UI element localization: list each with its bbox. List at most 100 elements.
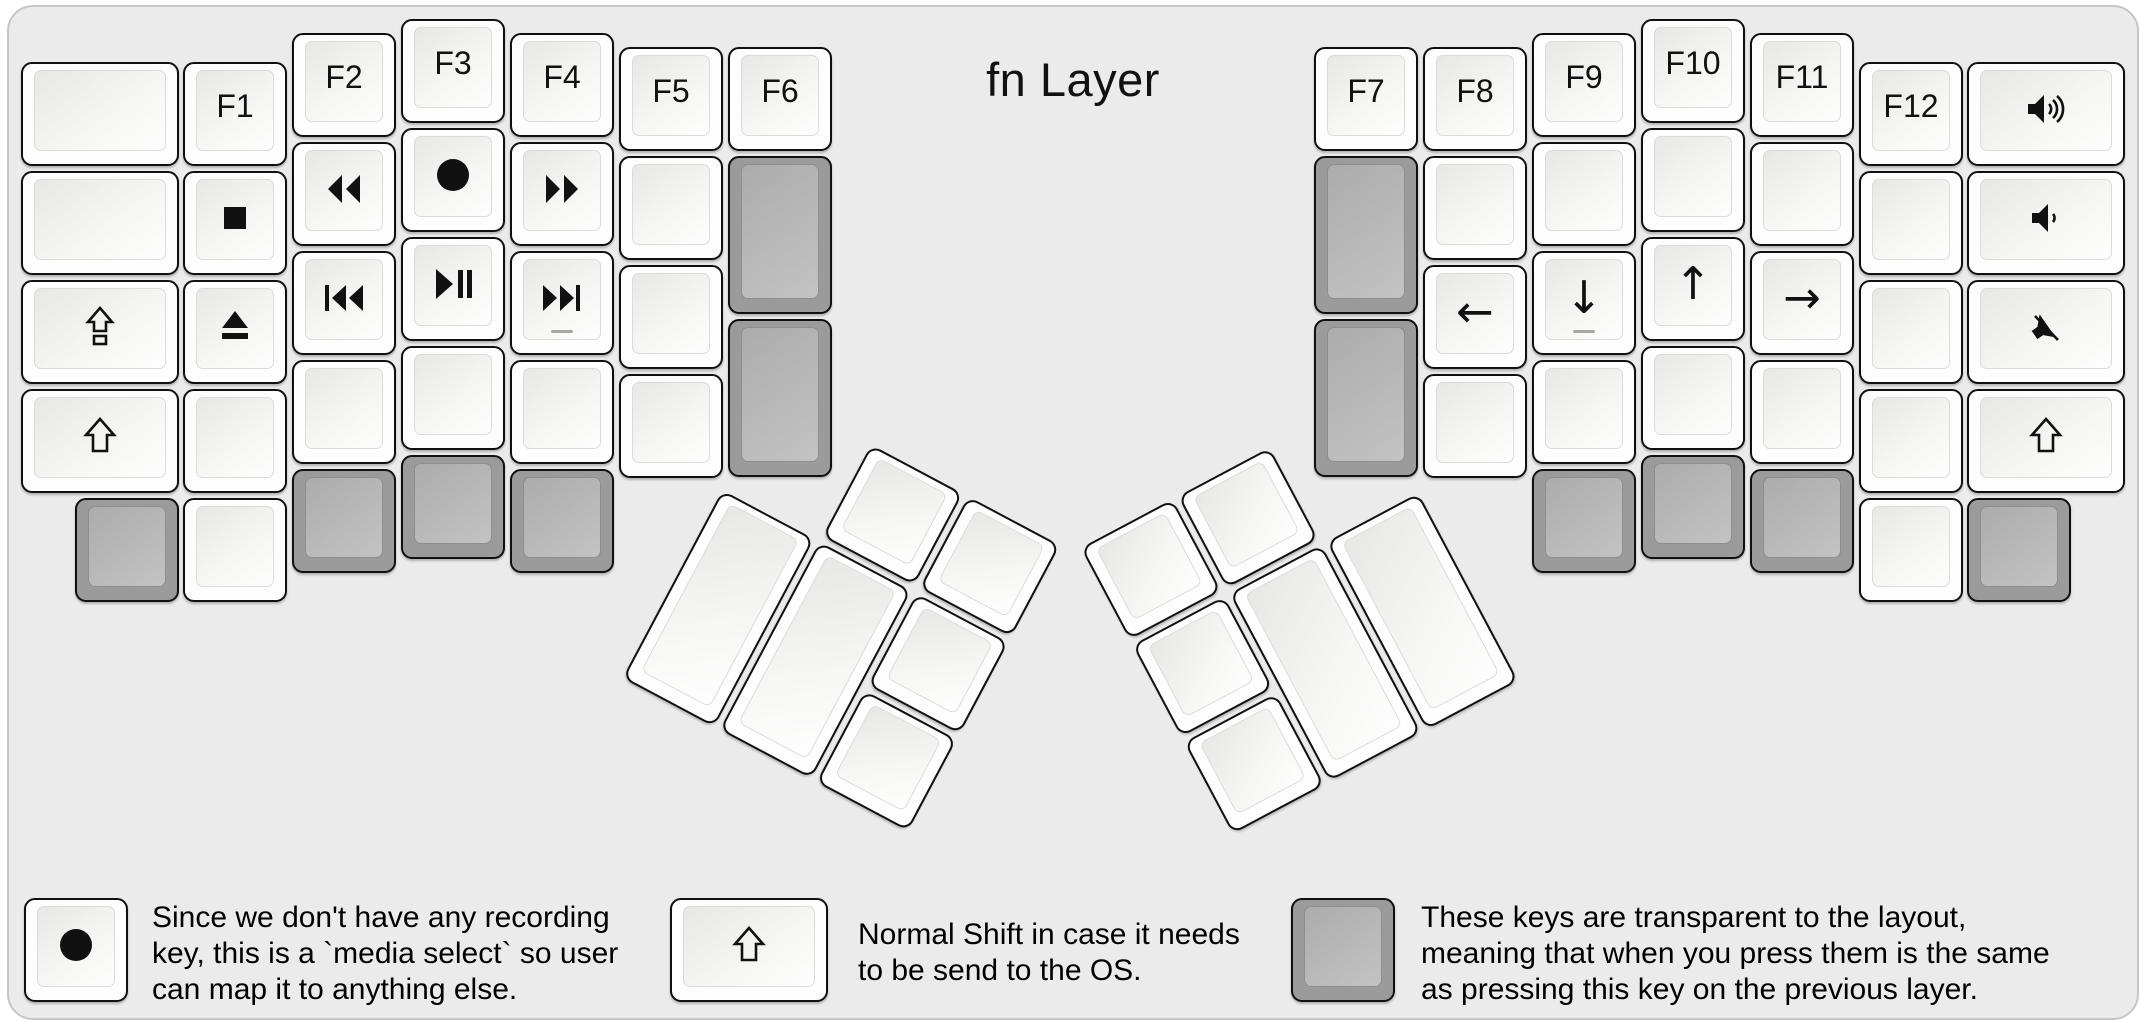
keytop (1872, 506, 1950, 587)
key-transparent-l-b3[interactable] (292, 469, 396, 573)
key-transparent-r-tall1[interactable] (1314, 156, 1418, 314)
key-blank-r-r2c6[interactable] (1859, 171, 1963, 275)
key-legend-transparent[interactable] (1291, 898, 1395, 1002)
key-blank-r-r2c4[interactable] (1641, 128, 1745, 232)
key-blank-r-r2c5[interactable] (1750, 142, 1854, 246)
key-blank-r-r2c2[interactable] (1423, 156, 1527, 260)
key-f12[interactable]: F12 (1859, 62, 1963, 166)
key-blank-r-r4c2[interactable] (1423, 374, 1527, 478)
caps-lock-icon (23, 282, 177, 372)
key-mute[interactable] (1967, 280, 2125, 384)
legend-shift-line2: to be send to the OS. (858, 954, 1142, 987)
key-blank-l-r4c6[interactable] (619, 374, 723, 478)
key-f10[interactable]: F10 (1641, 19, 1745, 123)
key-record[interactable] (401, 128, 505, 232)
key-blank-r-r4c4[interactable] (1641, 346, 1745, 450)
homing-dash (1573, 330, 1595, 333)
key-transparent-r-b3[interactable] (1532, 469, 1636, 573)
legend-record-line3: can map it to anything else. (152, 973, 518, 1006)
key-f6[interactable]: F6 (728, 47, 832, 151)
key-transparent-l-tall1[interactable] (728, 156, 832, 314)
keytop (414, 27, 492, 108)
stop-icon (185, 173, 285, 263)
key-volume-up[interactable] (1967, 62, 2125, 166)
key-f5[interactable]: F5 (619, 47, 723, 151)
key-blank-l-r1c1[interactable] (21, 62, 179, 166)
keytop (1763, 368, 1841, 449)
key-f1[interactable]: F1 (183, 62, 287, 166)
key-f11[interactable]: F11 (1750, 33, 1854, 137)
key-stop[interactable] (183, 171, 287, 275)
key-right-arrow[interactable]: → (1750, 251, 1854, 355)
key-blank-r-r4c5[interactable] (1750, 360, 1854, 464)
key-blank-r-r3c6[interactable] (1859, 280, 1963, 384)
key-volume-down[interactable] (1967, 171, 2125, 275)
key-transparent-l-b1[interactable] (75, 498, 179, 602)
key-blank-l-b2[interactable] (183, 498, 287, 602)
key-blank-r-b6[interactable] (1859, 498, 1963, 602)
keytop (1654, 136, 1732, 217)
key-legend-record[interactable] (24, 898, 128, 1002)
key-blank-l-r4c5[interactable] (510, 360, 614, 464)
key-legend-shift[interactable] (670, 898, 828, 1002)
key-label: F11 (1775, 59, 1829, 95)
key-f9[interactable]: F9 (1532, 33, 1636, 137)
key-label: F1 (216, 88, 254, 124)
keytop (1545, 477, 1623, 558)
key-left-arrow[interactable]: ← (1423, 265, 1527, 369)
keytop (196, 397, 274, 478)
key-caps-lock[interactable] (21, 280, 179, 384)
key-rewind[interactable] (292, 142, 396, 246)
key-transparent-l-tall2[interactable] (728, 319, 832, 477)
key-eject[interactable] (183, 280, 287, 384)
key-blank-r-r4c6[interactable] (1859, 389, 1963, 493)
key-blank-l-r2c1[interactable] (21, 171, 179, 275)
left-arrow-icon: ← (1456, 284, 1494, 338)
key-play-pause[interactable] (401, 237, 505, 341)
key-up-arrow[interactable]: ↑ (1641, 237, 1745, 341)
key-blank-l-r4c2[interactable] (183, 389, 287, 493)
key-f7[interactable]: F7 (1314, 47, 1418, 151)
key-transparent-r-b7[interactable] (1967, 498, 2071, 602)
key-label: F6 (761, 73, 799, 109)
keytop (1872, 179, 1950, 260)
keytop (305, 477, 383, 558)
previous-track-icon (294, 253, 394, 343)
key-shift-left[interactable] (21, 389, 179, 493)
key-transparent-l-b4[interactable] (401, 455, 505, 559)
key-transparent-r-b5[interactable] (1750, 469, 1854, 573)
key-f2[interactable]: F2 (292, 33, 396, 137)
keytop (414, 463, 492, 544)
key-f3[interactable]: F3 (401, 19, 505, 123)
key-label: F4 (543, 59, 581, 95)
keytop (523, 477, 601, 558)
key-transparent-r-tall2[interactable] (1314, 319, 1418, 477)
keytop (1872, 397, 1950, 478)
key-fast-forward[interactable] (510, 142, 614, 246)
keytop (886, 606, 994, 715)
key-shift-right[interactable] (1967, 389, 2125, 493)
key-blank-r-r4c3[interactable] (1532, 360, 1636, 464)
keytop (1436, 55, 1514, 136)
key-blank-l-r2c6[interactable] (619, 156, 723, 260)
keytop (1872, 70, 1950, 151)
key-f8[interactable]: F8 (1423, 47, 1527, 151)
mute-icon (1969, 282, 2123, 372)
key-blank-l-r3c6[interactable] (619, 265, 723, 369)
key-blank-l-r4c4[interactable] (401, 346, 505, 450)
keytop (34, 179, 166, 260)
keytop (1147, 609, 1255, 718)
key-label: F5 (652, 73, 690, 109)
key-transparent-l-b5[interactable] (510, 469, 614, 573)
legend-transparent-line3: as pressing this key on the previous lay… (1421, 973, 1978, 1006)
key-transparent-r-b4[interactable] (1641, 455, 1745, 559)
record-icon (26, 900, 126, 990)
key-f4[interactable]: F4 (510, 33, 614, 137)
key-next-track[interactable] (510, 251, 614, 355)
key-down-arrow[interactable]: ↓ (1532, 251, 1636, 355)
key-previous-track[interactable] (292, 251, 396, 355)
key-blank-l-r4c3[interactable] (292, 360, 396, 464)
keytop (1327, 327, 1405, 462)
key-blank-r-r2c3[interactable] (1532, 142, 1636, 246)
